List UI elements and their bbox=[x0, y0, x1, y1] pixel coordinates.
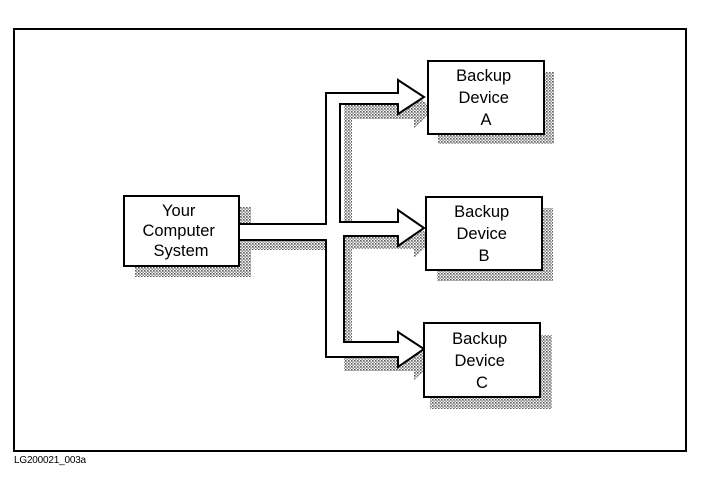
device-b-box bbox=[425, 196, 543, 271]
source-box bbox=[123, 195, 240, 267]
device-a-label: Backup Device A bbox=[456, 67, 516, 129]
source-label: Your Computer System bbox=[142, 202, 219, 260]
device-c-box bbox=[423, 322, 541, 398]
device-c-label: Backup Device C bbox=[452, 330, 512, 392]
branching-arrow bbox=[237, 78, 426, 369]
device-a-box bbox=[427, 60, 545, 135]
device-b-label: Backup Device B bbox=[454, 203, 514, 265]
figure-id: LG200021_003a bbox=[14, 455, 86, 466]
